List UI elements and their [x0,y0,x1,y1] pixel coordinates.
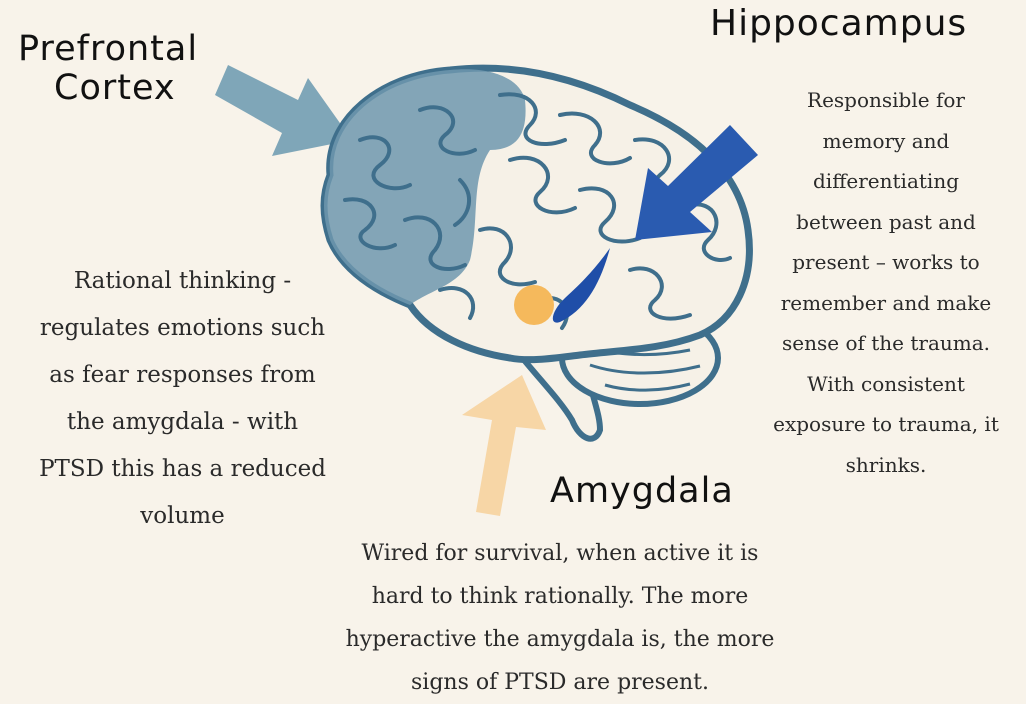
description-line: sense of the trauma. [752,323,1020,364]
hippocampus-title: Hippocampus [710,4,967,44]
amygdala-description: Wired for survival, when active it is ha… [310,532,810,704]
description-line: With consistent [752,364,1020,405]
description-line: hyperactive the amygdala is, the more [310,618,810,661]
description-line: PTSD this has a reduced [10,446,355,493]
hippocampus-description: Responsible for memory and differentiati… [752,80,1020,485]
description-line: Rational thinking - [10,258,355,305]
description-line: volume [10,493,355,540]
description-line: signs of PTSD are present. [310,661,810,704]
description-line: exposure to trauma, it [752,404,1020,445]
amygdala-arrow [462,375,546,516]
description-line: Responsible for [752,80,1020,121]
prefrontal-title-line: Prefrontal [18,30,198,69]
prefrontal-cortex-title: Prefrontal Cortex [18,30,198,108]
description-line: shrinks. [752,445,1020,486]
description-line: as fear responses from [10,352,355,399]
description-line: the amygdala - with [10,399,355,446]
description-line: hard to think rationally. The more [310,575,810,618]
description-line: memory and [752,121,1020,162]
description-line: present – works to [752,242,1020,283]
prefrontal-description: Rational thinking - regulates emotions s… [10,258,355,540]
description-line: between past and [752,202,1020,243]
amygdala-shape [514,285,554,325]
description-line: differentiating [752,161,1020,202]
description-line: regulates emotions such [10,305,355,352]
amygdala-title: Amygdala [550,472,734,511]
description-line: Wired for survival, when active it is [310,532,810,575]
prefrontal-title-line: Cortex [18,69,198,108]
description-line: remember and make [752,283,1020,324]
